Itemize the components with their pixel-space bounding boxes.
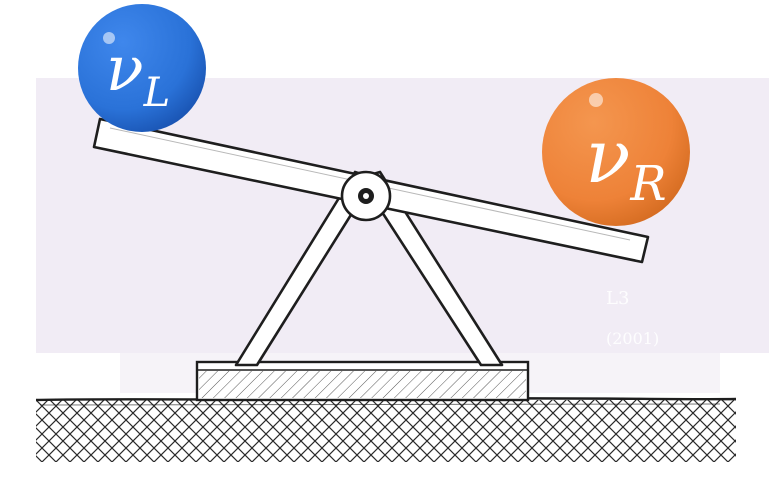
seesaw-pivot: [342, 172, 390, 220]
right-ball-symbol: ν: [585, 114, 630, 200]
left-neutrino-ball: νL: [78, 4, 206, 132]
left-ball-symbol: ν: [106, 32, 144, 105]
right-neutrino-ball: νR: [542, 78, 690, 226]
left-ball-subscript: L: [143, 70, 171, 116]
ground: [36, 398, 736, 462]
seesaw-base: [197, 362, 528, 400]
right-ball-subscript: R: [629, 156, 666, 212]
credit-line-1: L3: [606, 288, 629, 309]
credit-line-2: (2001): [606, 329, 659, 348]
